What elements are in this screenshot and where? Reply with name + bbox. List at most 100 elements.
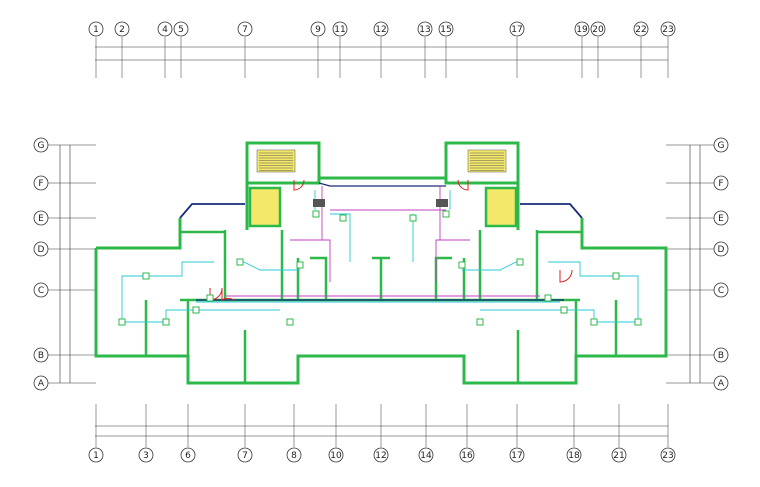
- top-axis-label: 11: [334, 25, 345, 35]
- top-axis-bubble-13: 13: [417, 21, 433, 37]
- right-axis-bubble-A: A: [713, 375, 729, 391]
- top-axis-bubble-22: 22: [633, 21, 649, 37]
- right-axis-label: A: [718, 379, 725, 389]
- bottom-axis-label: 12: [375, 451, 386, 461]
- bottom-axis-bubble-12: 12: [373, 447, 389, 463]
- left-axis-label: E: [38, 214, 44, 224]
- bottom-axis-label: 18: [568, 451, 580, 461]
- bottom-axis-bubble-7: 7: [237, 447, 253, 463]
- left-axis-label: D: [38, 245, 45, 255]
- right-shaft: [436, 199, 448, 207]
- equipment-marker: [409, 214, 417, 222]
- top-axis-label: 7: [242, 25, 248, 35]
- side-dimension-group: [59, 145, 701, 383]
- top-axis-bubble-4: 4: [157, 21, 173, 37]
- bottom-axis-bubble-21: 21: [611, 447, 627, 463]
- right-axis-bubble-G: G: [713, 137, 729, 153]
- left-axis-bubble-A: A: [33, 375, 49, 391]
- bottom-dimension-group: [95, 425, 668, 437]
- equipment-marker: [516, 258, 524, 266]
- left-axis-bubble-G: G: [33, 137, 49, 153]
- equipment-marker: [560, 306, 568, 314]
- top-axis-bubble-12: 12: [373, 21, 389, 37]
- left-axis-label: F: [38, 179, 43, 189]
- bottom-axis-label: 21: [613, 451, 624, 461]
- interior-walls: [144, 230, 618, 383]
- left-axis-bubble-E: E: [33, 210, 49, 226]
- building-plan: [94, 141, 668, 385]
- equipment-markers: [118, 210, 642, 326]
- equipment-marker: [476, 318, 484, 326]
- bottom-axis-bubble-6: 6: [180, 447, 196, 463]
- equipment-marker: [544, 294, 552, 302]
- top-axis-label: 12: [375, 25, 386, 35]
- exterior-walls: [94, 176, 668, 385]
- top-axis-bubble-17: 17: [509, 21, 525, 37]
- top-axis-label: 1: [93, 25, 99, 35]
- left-axis-bubbles: G F E D C B A: [33, 137, 49, 391]
- magenta-piping: [226, 186, 540, 297]
- blue-guide-lines: [196, 182, 564, 301]
- bottom-axis-bubble-3: 3: [138, 447, 154, 463]
- top-axis-label: 4: [162, 25, 168, 35]
- top-axis-bubble-23: 23: [660, 21, 676, 37]
- right-axis-bubble-F: F: [713, 175, 729, 191]
- top-axis-label: 5: [178, 25, 184, 35]
- equipment-marker: [162, 318, 170, 326]
- top-axis-bubble-9: 9: [310, 21, 326, 37]
- top-axis-label: 2: [119, 25, 125, 35]
- bottom-axis-label: 17: [511, 451, 522, 461]
- bottom-axis-bubble-18: 18: [566, 447, 582, 463]
- red-doors: [209, 179, 573, 301]
- equipment-marker: [206, 294, 214, 302]
- left-axis-label: G: [38, 141, 45, 151]
- equipment-marker: [236, 258, 244, 266]
- bottom-axis-label: 8: [291, 451, 297, 461]
- bottom-axis-label: 14: [420, 451, 432, 461]
- equipment-marker: [192, 306, 200, 314]
- left-axis-bubble-B: B: [33, 347, 49, 363]
- bottom-axis-label: 23: [662, 451, 673, 461]
- top-axis-bubble-15: 15: [438, 21, 454, 37]
- left-axis-label: B: [38, 351, 44, 361]
- equipment-marker: [612, 272, 620, 280]
- bottom-axis-label: 1: [93, 451, 99, 461]
- equipment-marker: [339, 214, 347, 222]
- left-axis-label: C: [38, 286, 44, 296]
- left-axis-label: A: [38, 379, 45, 389]
- bottom-axis-label: 3: [143, 451, 149, 461]
- upper-outline: [179, 203, 583, 219]
- top-axis-bubble-2: 2: [114, 21, 130, 37]
- equipment-marker: [590, 318, 598, 326]
- top-axis-label: 17: [511, 25, 522, 35]
- top-axis-label: 23: [662, 25, 673, 35]
- stair-treads: [259, 152, 504, 171]
- right-axis-bubble-D: D: [713, 241, 729, 257]
- equipment-marker: [458, 261, 466, 269]
- right-axis-label: E: [718, 214, 724, 224]
- top-axis-lines: [95, 37, 669, 78]
- right-axis-label: D: [718, 245, 725, 255]
- bottom-axis-label: 7: [242, 451, 248, 461]
- top-dimension-group: [95, 46, 668, 61]
- bottom-axis-bubble-23: 23: [660, 447, 676, 463]
- bottom-axis-label: 16: [461, 451, 473, 461]
- left-axis-bubble-D: D: [33, 241, 49, 257]
- top-axis-label: 20: [592, 25, 604, 35]
- bottom-axis-bubbles: 1 3 6 7 8 10 12 14 16 17 18 21 23: [88, 447, 676, 463]
- cyan-piping: [121, 190, 639, 323]
- bottom-axis-label: 6: [185, 451, 191, 461]
- equipment-marker: [312, 210, 320, 218]
- top-axis-label: 13: [419, 25, 430, 35]
- right-axis-lines: [666, 144, 714, 384]
- top-axis-label: 19: [576, 25, 588, 35]
- bottom-axis-bubble-1: 1: [88, 447, 104, 463]
- right-axis-label: G: [718, 141, 725, 151]
- bottom-axis-bubble-14: 14: [418, 447, 434, 463]
- top-axis-bubble-20: 20: [590, 21, 606, 37]
- top-axis-label: 9: [315, 25, 321, 35]
- top-axis-label: 22: [635, 25, 646, 35]
- bottom-axis-bubble-10: 10: [328, 447, 344, 463]
